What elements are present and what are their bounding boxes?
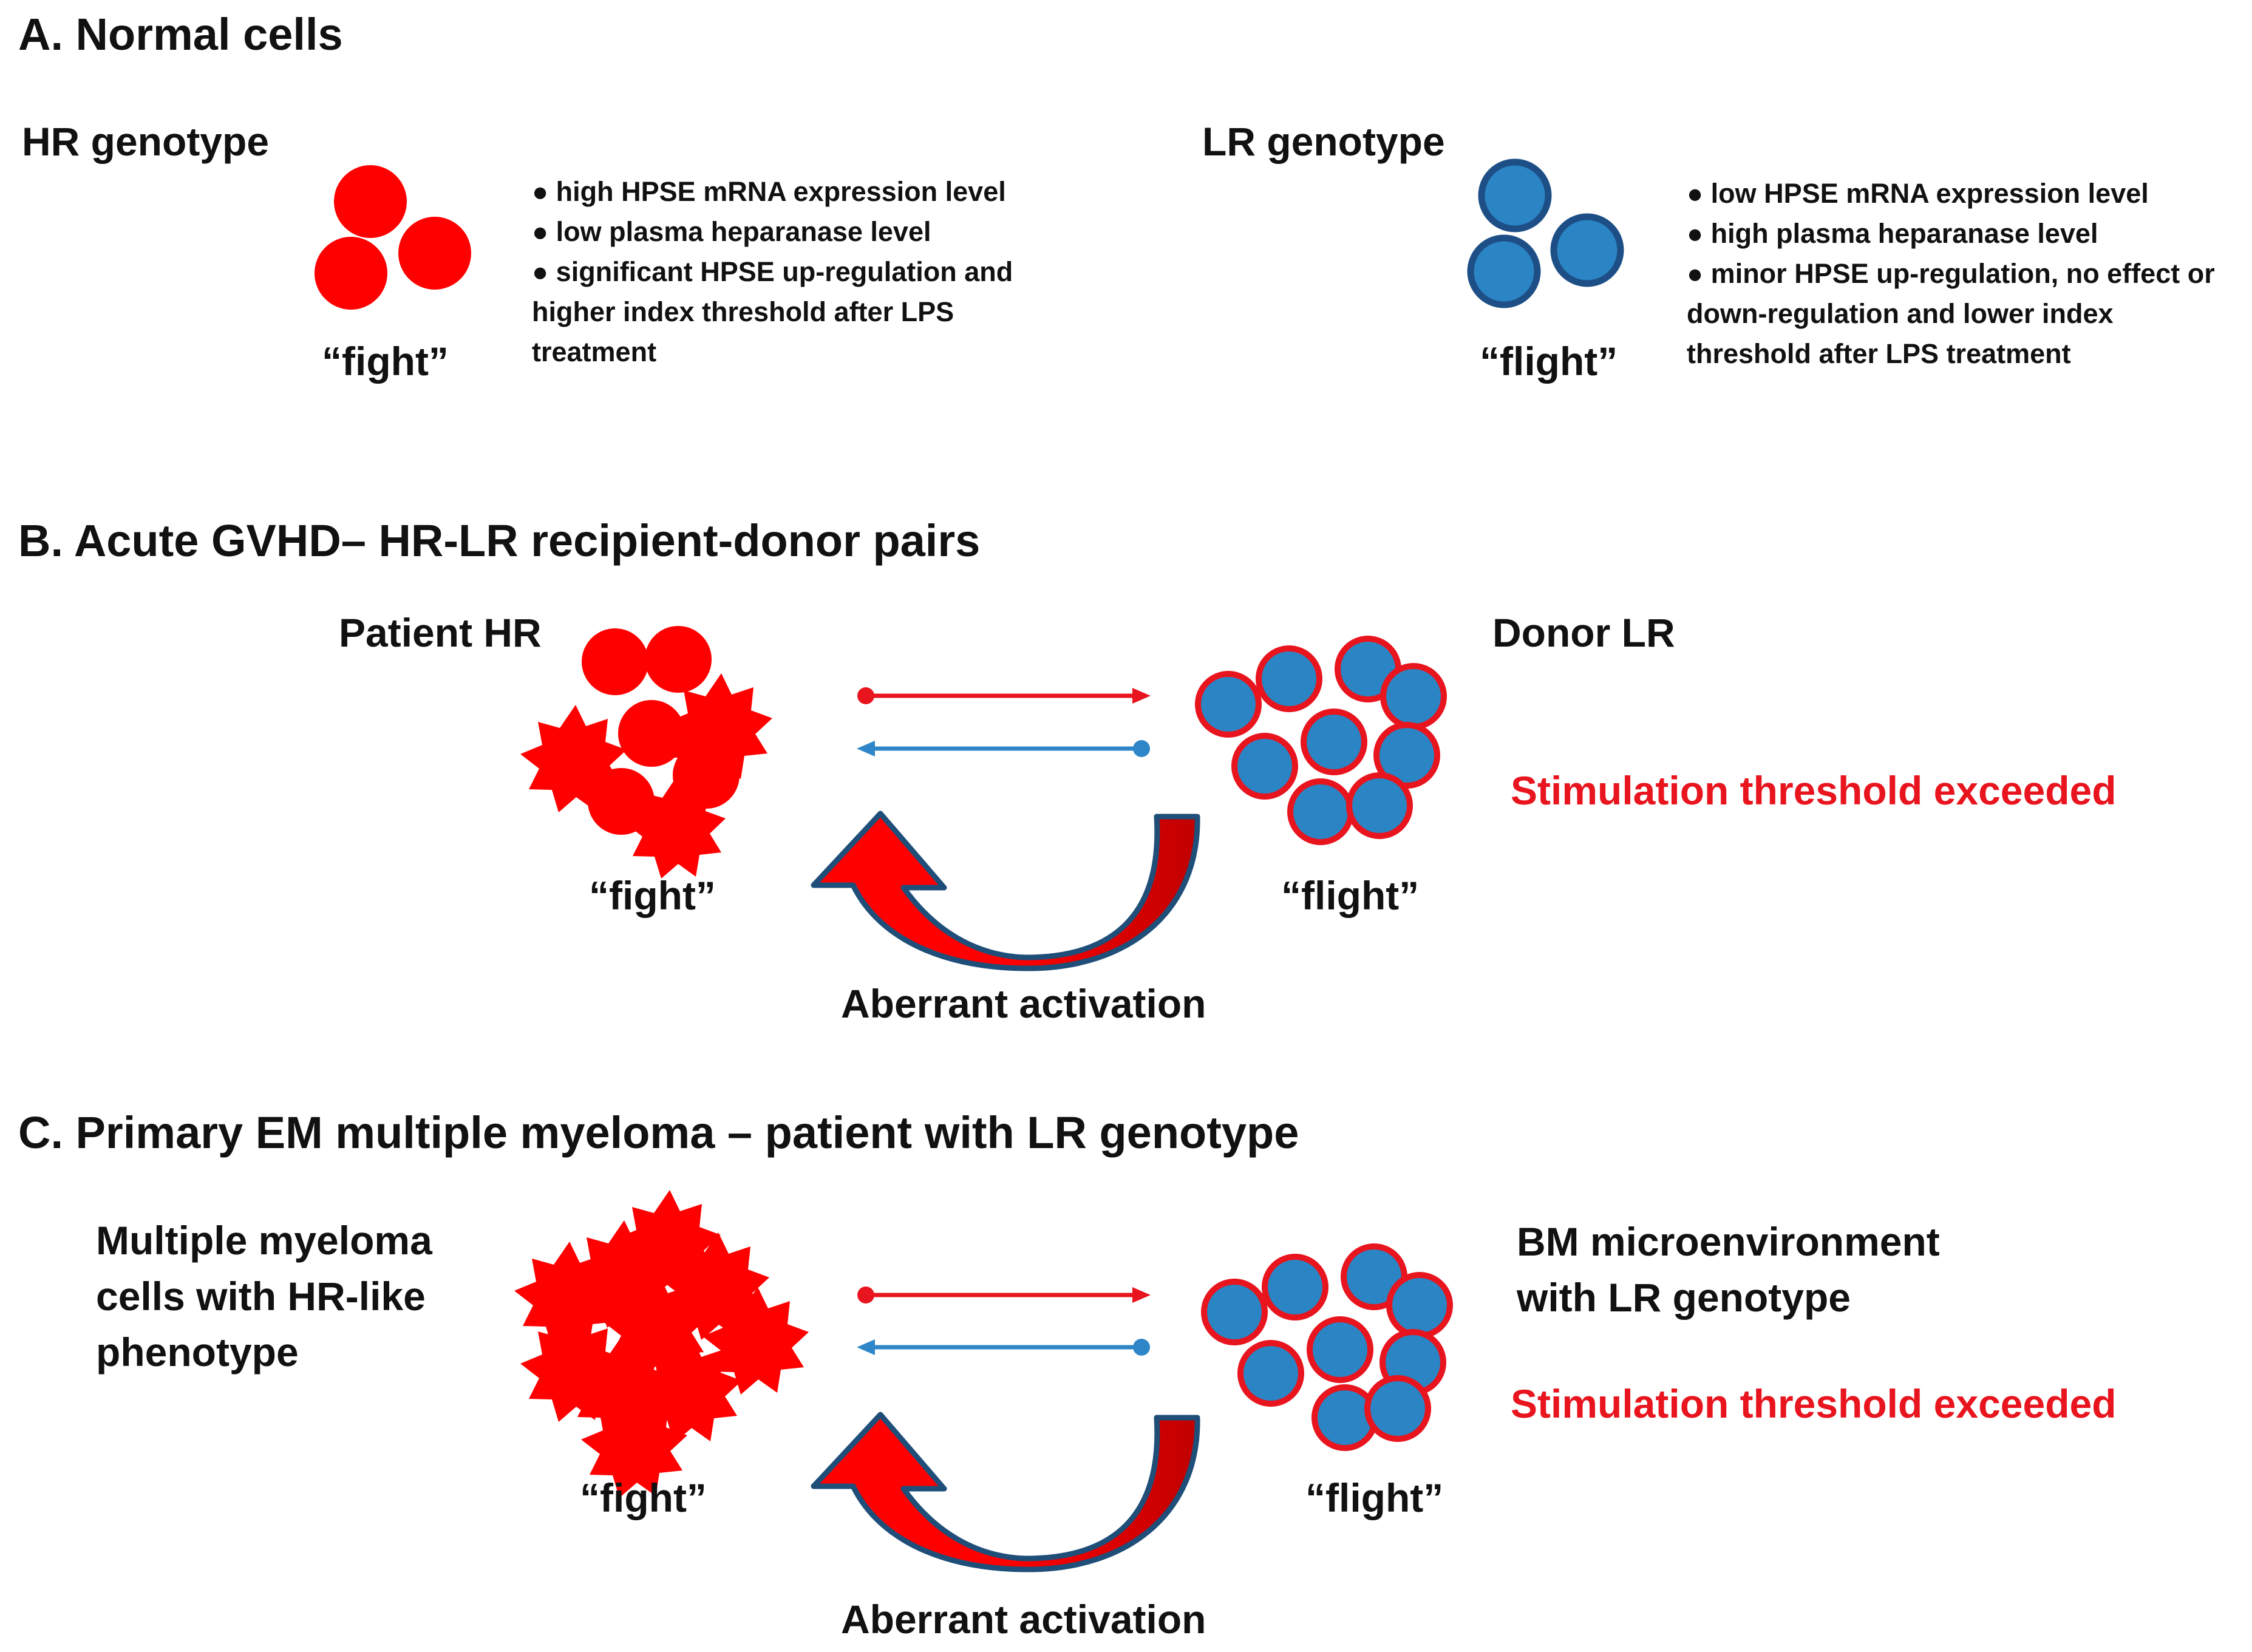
myeloma-cell-cluster — [514, 1190, 809, 1498]
lr-cell — [1237, 1340, 1304, 1407]
myeloma-label-line: Multiple myeloma — [96, 1218, 432, 1263]
bm-microenvironment-label: BM microenvironment with LR genotype — [1517, 1214, 1940, 1325]
hr-genotype-label: HR genotype — [22, 119, 270, 164]
lr-bullet: down-regulation and lower index — [1687, 298, 2114, 329]
donor-lr-cluster — [1195, 636, 1447, 845]
lr-bullet: ● minor HPSE up-regulation, no effect or — [1687, 258, 2215, 289]
hr-bullet: ● significant HPSE up-regulation and — [532, 256, 1013, 287]
flight-caption-b: “flight” — [1281, 873, 1420, 918]
myeloma-cell — [702, 1287, 809, 1395]
lr-cell — [1287, 778, 1354, 845]
lr-cell — [1364, 1375, 1431, 1442]
lr-cell — [1231, 733, 1298, 800]
myeloma-cell — [581, 1390, 687, 1498]
hr-bullet: ● low plasma heparanase level — [532, 216, 931, 247]
section-c-title: C. Primary EM multiple myeloma – patient… — [18, 1107, 1299, 1158]
lr-cell — [1346, 772, 1413, 839]
lr-cell — [1373, 722, 1440, 789]
lr-cell — [1307, 1316, 1373, 1383]
hr-bullet: treatment — [532, 336, 657, 367]
hr-fight-caption: “fight” — [322, 339, 449, 384]
lr-flight-caption: “flight” — [1480, 339, 1618, 384]
lr-genotype-label: LR genotype — [1202, 119, 1445, 164]
flight-caption-c: “flight” — [1305, 1475, 1444, 1520]
fight-caption-c: “fight” — [580, 1475, 707, 1520]
lr-bullet: ● low HPSE mRNA expression level — [1687, 178, 2149, 209]
hr-cell — [398, 217, 471, 290]
stimulation-threshold-alert-c: Stimulation threshold exceeded — [1511, 1381, 2117, 1426]
lr-cell — [1550, 213, 1624, 287]
aberrant-activation-label-c: Aberrant activation — [841, 1597, 1206, 1642]
myeloma-cells-label: Multiple myeloma cells with HR-like phen… — [96, 1212, 432, 1380]
lr-bullet: ● high plasma heparanase level — [1687, 218, 2098, 249]
lr-cell — [1262, 1254, 1328, 1321]
fight-caption-b: “fight” — [589, 873, 716, 918]
hr-bullet: higher index threshold after LPS — [532, 296, 954, 327]
lr-cell — [1256, 645, 1322, 712]
lr-cell — [1386, 1272, 1453, 1339]
lr-cell — [1195, 671, 1262, 738]
lr-cell — [1478, 158, 1552, 233]
lr-to-hr-arrow — [857, 1339, 1150, 1356]
stimulation-threshold-alert-b: Stimulation threshold exceeded — [1511, 768, 2117, 813]
bm-lr-cluster — [1201, 1243, 1453, 1451]
activated-hr-cell — [666, 673, 772, 781]
hr-to-lr-arrow — [857, 1287, 1151, 1304]
lr-bullet: threshold after LPS treatment — [1687, 338, 2071, 369]
aberrant-activation-label-b: Aberrant activation — [841, 981, 1206, 1026]
lr-cell — [1467, 234, 1541, 308]
patient-hr-cluster — [520, 626, 772, 879]
lr-cell — [1380, 663, 1447, 730]
lr-to-hr-arrow — [857, 740, 1150, 757]
hr-cell-cluster-a — [315, 165, 471, 310]
hr-cell — [334, 165, 407, 238]
exchange-arrows-c — [857, 1287, 1151, 1356]
section-b-title: B. Acute GVHD– HR-LR recipient-donor pai… — [18, 515, 981, 566]
lr-cell — [1201, 1279, 1268, 1345]
activated-hr-cell — [520, 705, 627, 812]
aberrant-activation-arrow-b — [811, 811, 1200, 971]
lr-cell-cluster-a — [1467, 158, 1624, 308]
bm-label-line: with LR genotype — [1517, 1275, 1851, 1320]
hr-cell — [645, 626, 712, 693]
hr-cell — [582, 628, 648, 695]
hr-to-lr-arrow — [857, 687, 1151, 704]
patient-hr-label: Patient HR — [339, 610, 542, 655]
myeloma-label-line: cells with HR-like — [96, 1274, 426, 1319]
lr-bullet-list: ● low HPSE mRNA expression level ● high … — [1687, 174, 2215, 374]
hr-cell — [315, 237, 387, 310]
bm-label-line: BM microenvironment — [1517, 1219, 1940, 1264]
hr-cell — [618, 700, 685, 767]
lr-cell — [1301, 709, 1367, 775]
activated-hr-cell — [625, 776, 726, 879]
aberrant-activation-arrow-c — [811, 1412, 1200, 1572]
hr-bullet-list: ● high HPSE mRNA expression level ● low … — [532, 172, 1013, 372]
section-a-title: A. Normal cells — [18, 9, 343, 59]
donor-lr-label: Donor LR — [1492, 610, 1675, 655]
exchange-arrows-b — [857, 687, 1151, 757]
myeloma-label-line: phenotype — [96, 1330, 299, 1375]
hr-bullet: ● high HPSE mRNA expression level — [532, 176, 1006, 207]
